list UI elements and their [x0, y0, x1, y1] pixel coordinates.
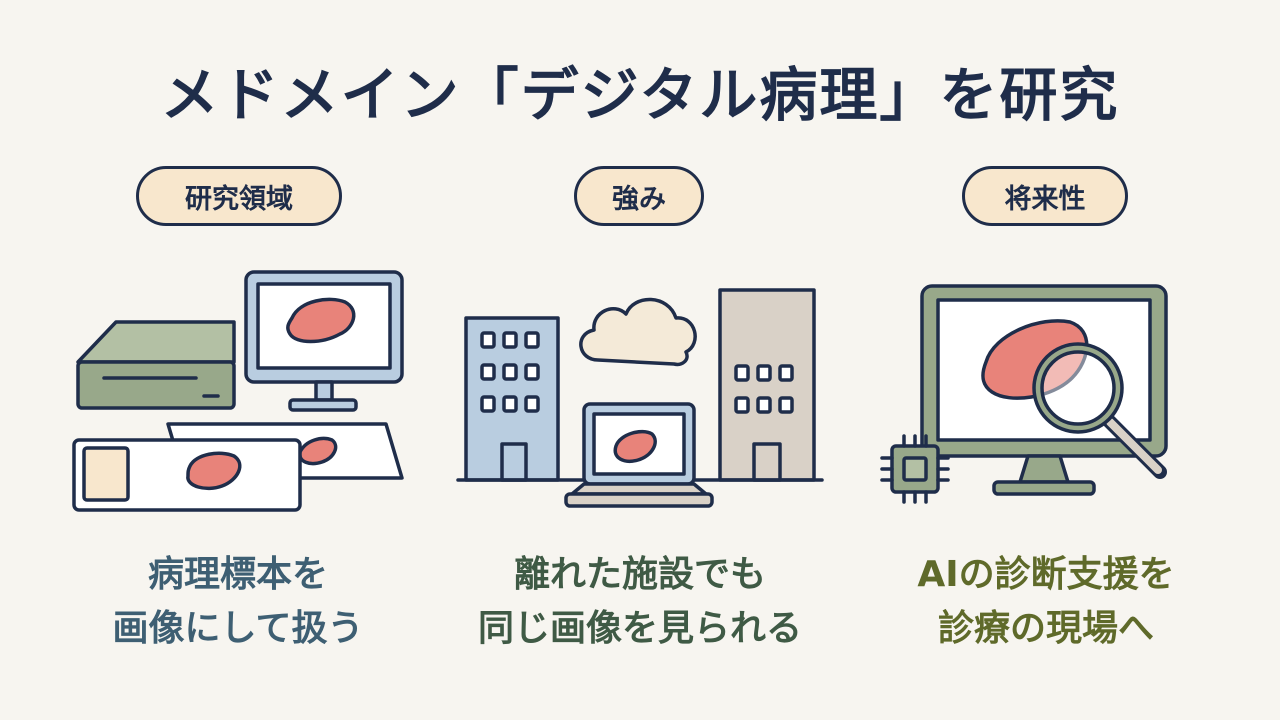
magnifier-icon — [1032, 342, 1167, 479]
caption-line: 離れた施設でも — [513, 554, 766, 595]
building-icon — [718, 288, 816, 482]
caption-future: AIの診断支援を 診療の現場へ — [846, 548, 1246, 656]
caption-line: 画像にして扱う — [112, 608, 364, 649]
monitor-icon — [244, 270, 404, 412]
caption-line: 診療の現場へ — [937, 608, 1154, 649]
label-future: 将来性 — [962, 166, 1128, 226]
building-icon — [464, 316, 560, 482]
caption-research-area: 病理標本を 画像にして扱う — [38, 548, 438, 656]
page-title: メドメイン「デジタル病理」を研究 — [160, 61, 1120, 129]
caption-line: 病理標本を — [147, 554, 328, 595]
label-research-area: 研究領域 — [136, 166, 342, 226]
caption-line: 同じ画像を見られる — [477, 608, 802, 649]
caption-line: AIの診断支援を — [917, 554, 1175, 595]
caption-strength: 離れた施設でも 同じ画像を見られる — [440, 548, 840, 656]
cloud-icon — [579, 297, 697, 367]
slide-icon — [72, 438, 302, 512]
label-strength: 強み — [574, 166, 704, 226]
chip-icon — [880, 434, 950, 504]
laptop-icon — [564, 402, 714, 508]
scanner-icon — [76, 320, 236, 410]
